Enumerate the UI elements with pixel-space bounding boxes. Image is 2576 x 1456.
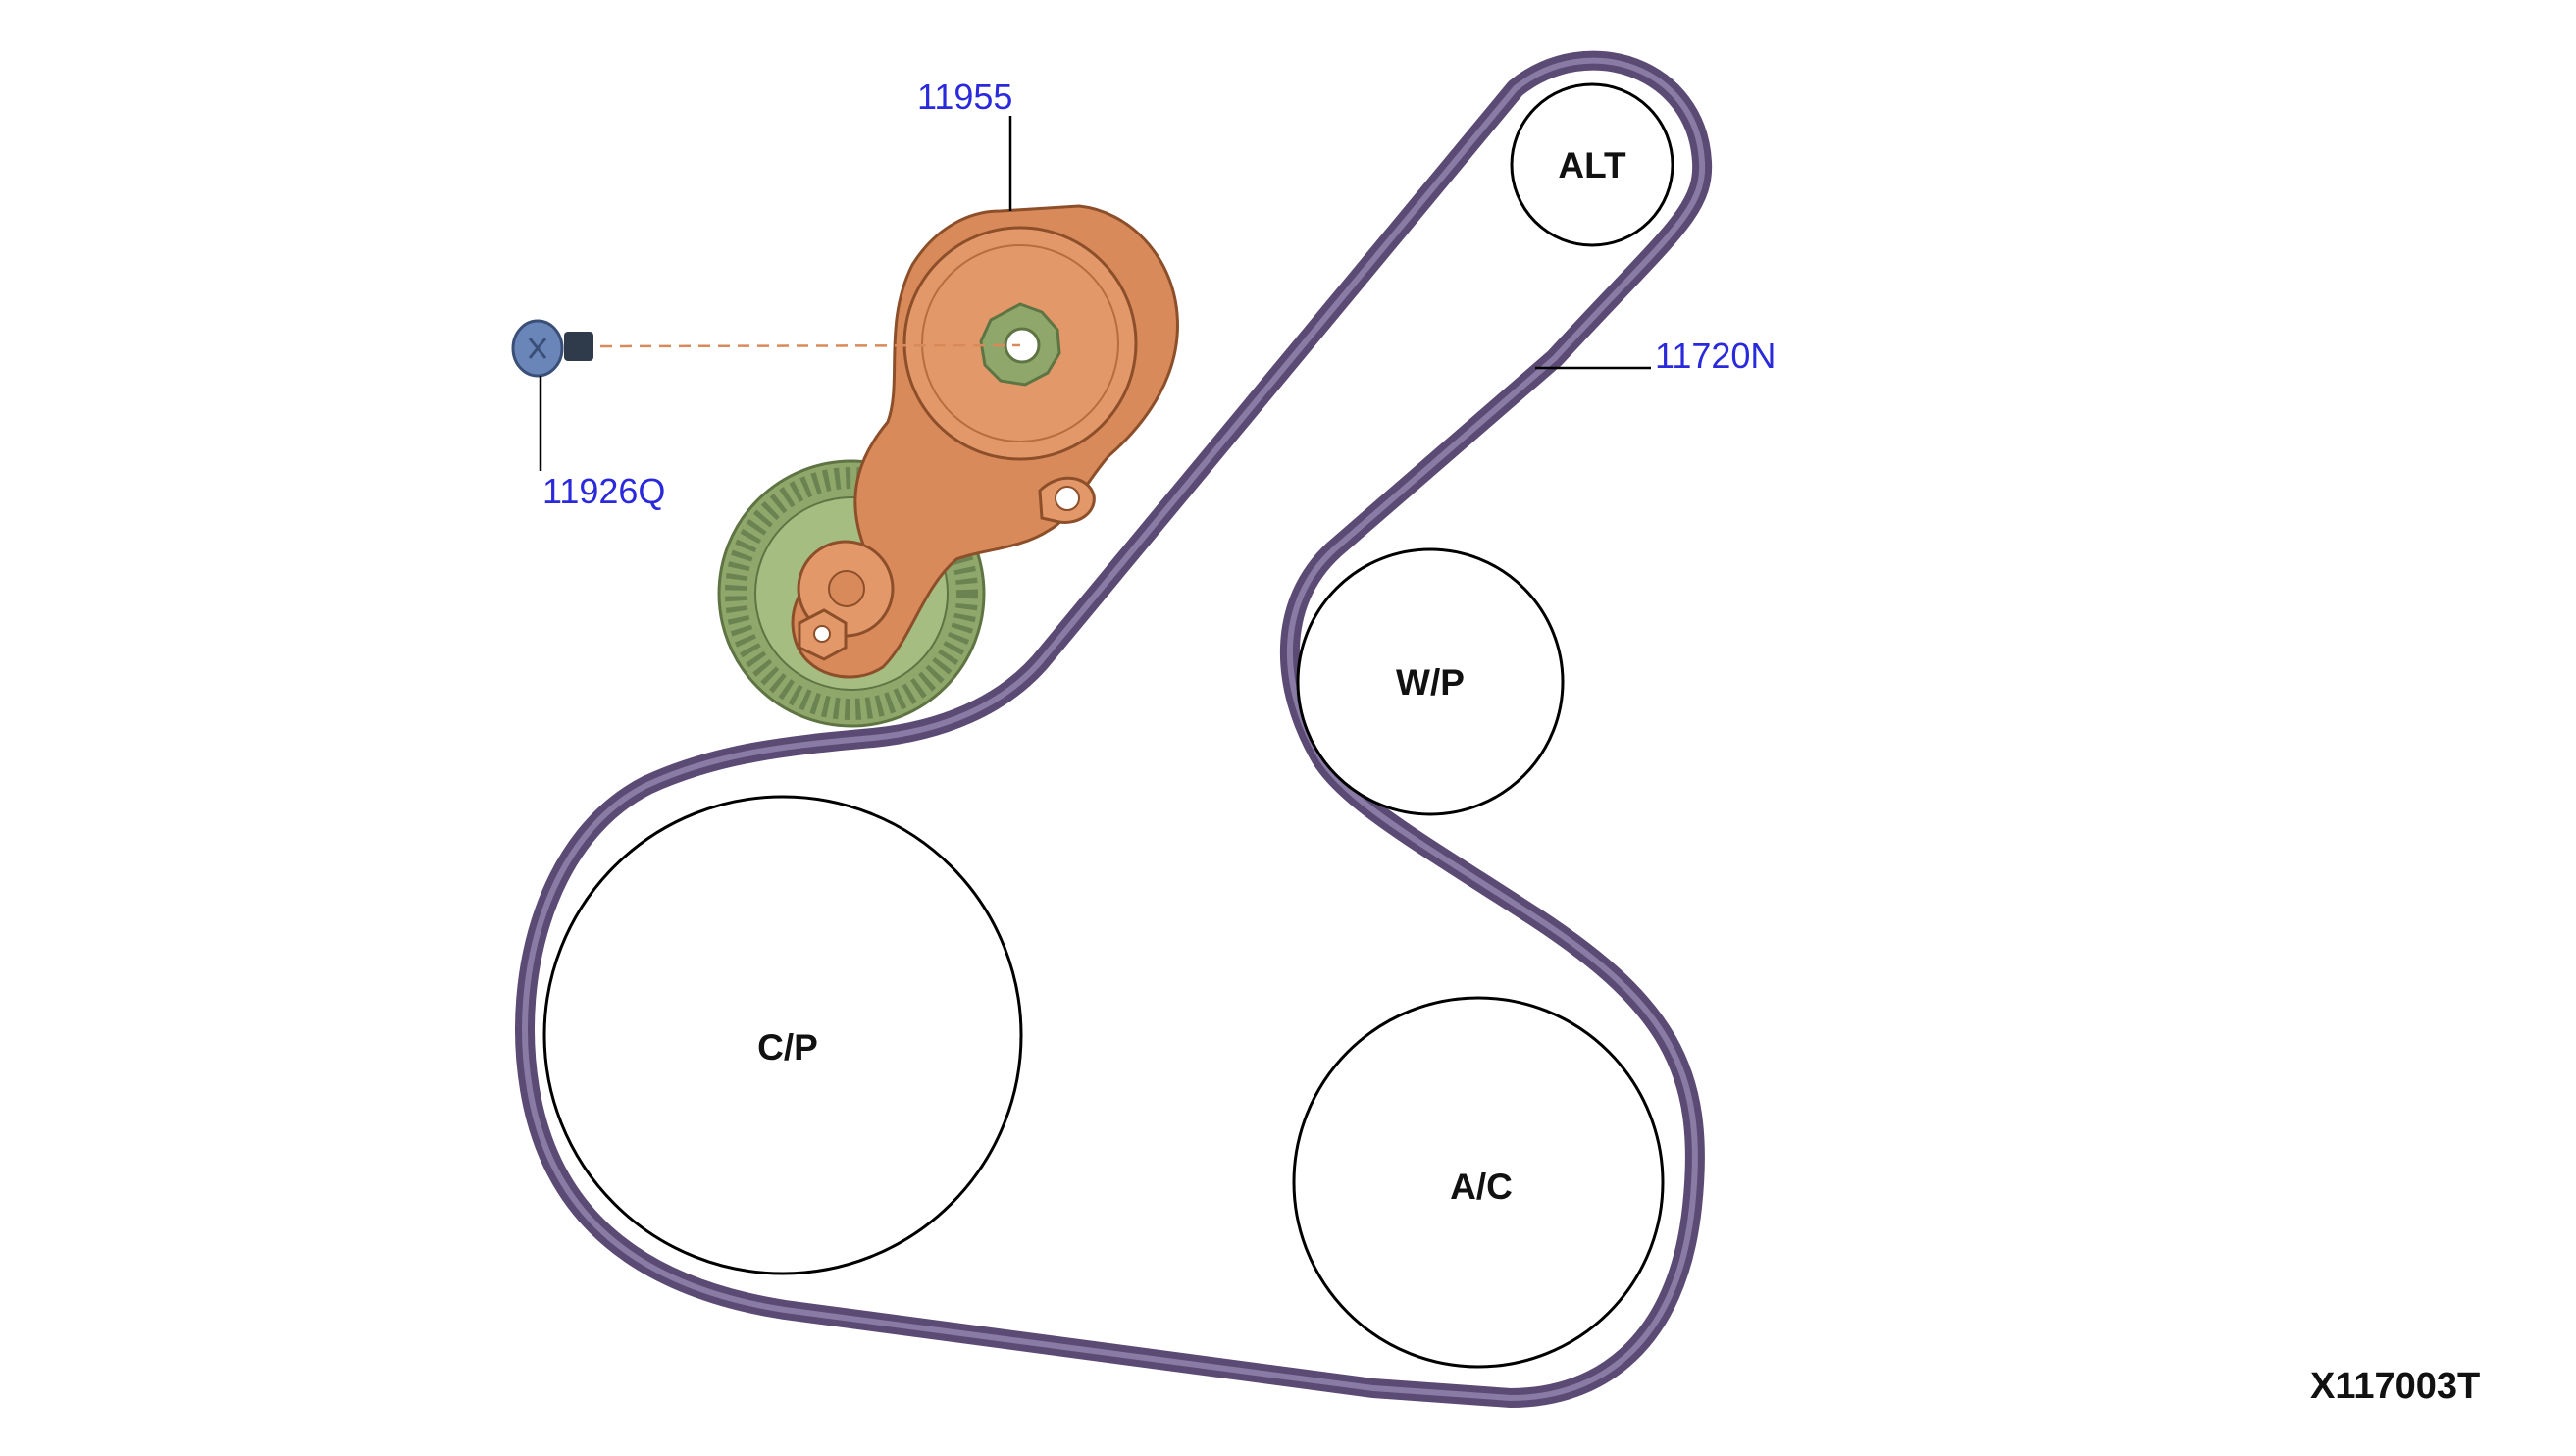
tensioner-bolt [511,319,593,378]
pulley-ac-compressor: A/C [1292,996,1665,1369]
crankshaft-pulley-circle [542,795,1023,1275]
drive-belt-inner-edge [522,57,1706,1401]
pulley-alternator: ALT [1510,82,1674,247]
alternator-pulley-circle [1510,82,1674,247]
bolt-callout: 11926Q [542,471,665,511]
water-pump-pulley-circle [1296,547,1565,816]
pulley-crankshaft: C/P [542,795,1023,1275]
belt-callout: 11720N [1655,336,1776,376]
water-pump-label: W/P [1396,662,1465,702]
drive-belt [515,50,1713,1408]
bolt-installation-line [599,343,1021,348]
crankshaft-label: C/P [757,1027,818,1067]
tensioner-hub-bore [1004,327,1041,364]
tensioner-callout: 11955 [917,77,1012,117]
figure-id: X117003T [2310,1366,2480,1407]
belt-tensioner [717,204,1179,728]
pulley-water-pump: W/P [1296,547,1565,816]
ac-compressor-pulley-circle [1292,996,1665,1369]
alternator-label: ALT [1558,145,1626,185]
ac-compressor-label: A/C [1450,1167,1513,1207]
